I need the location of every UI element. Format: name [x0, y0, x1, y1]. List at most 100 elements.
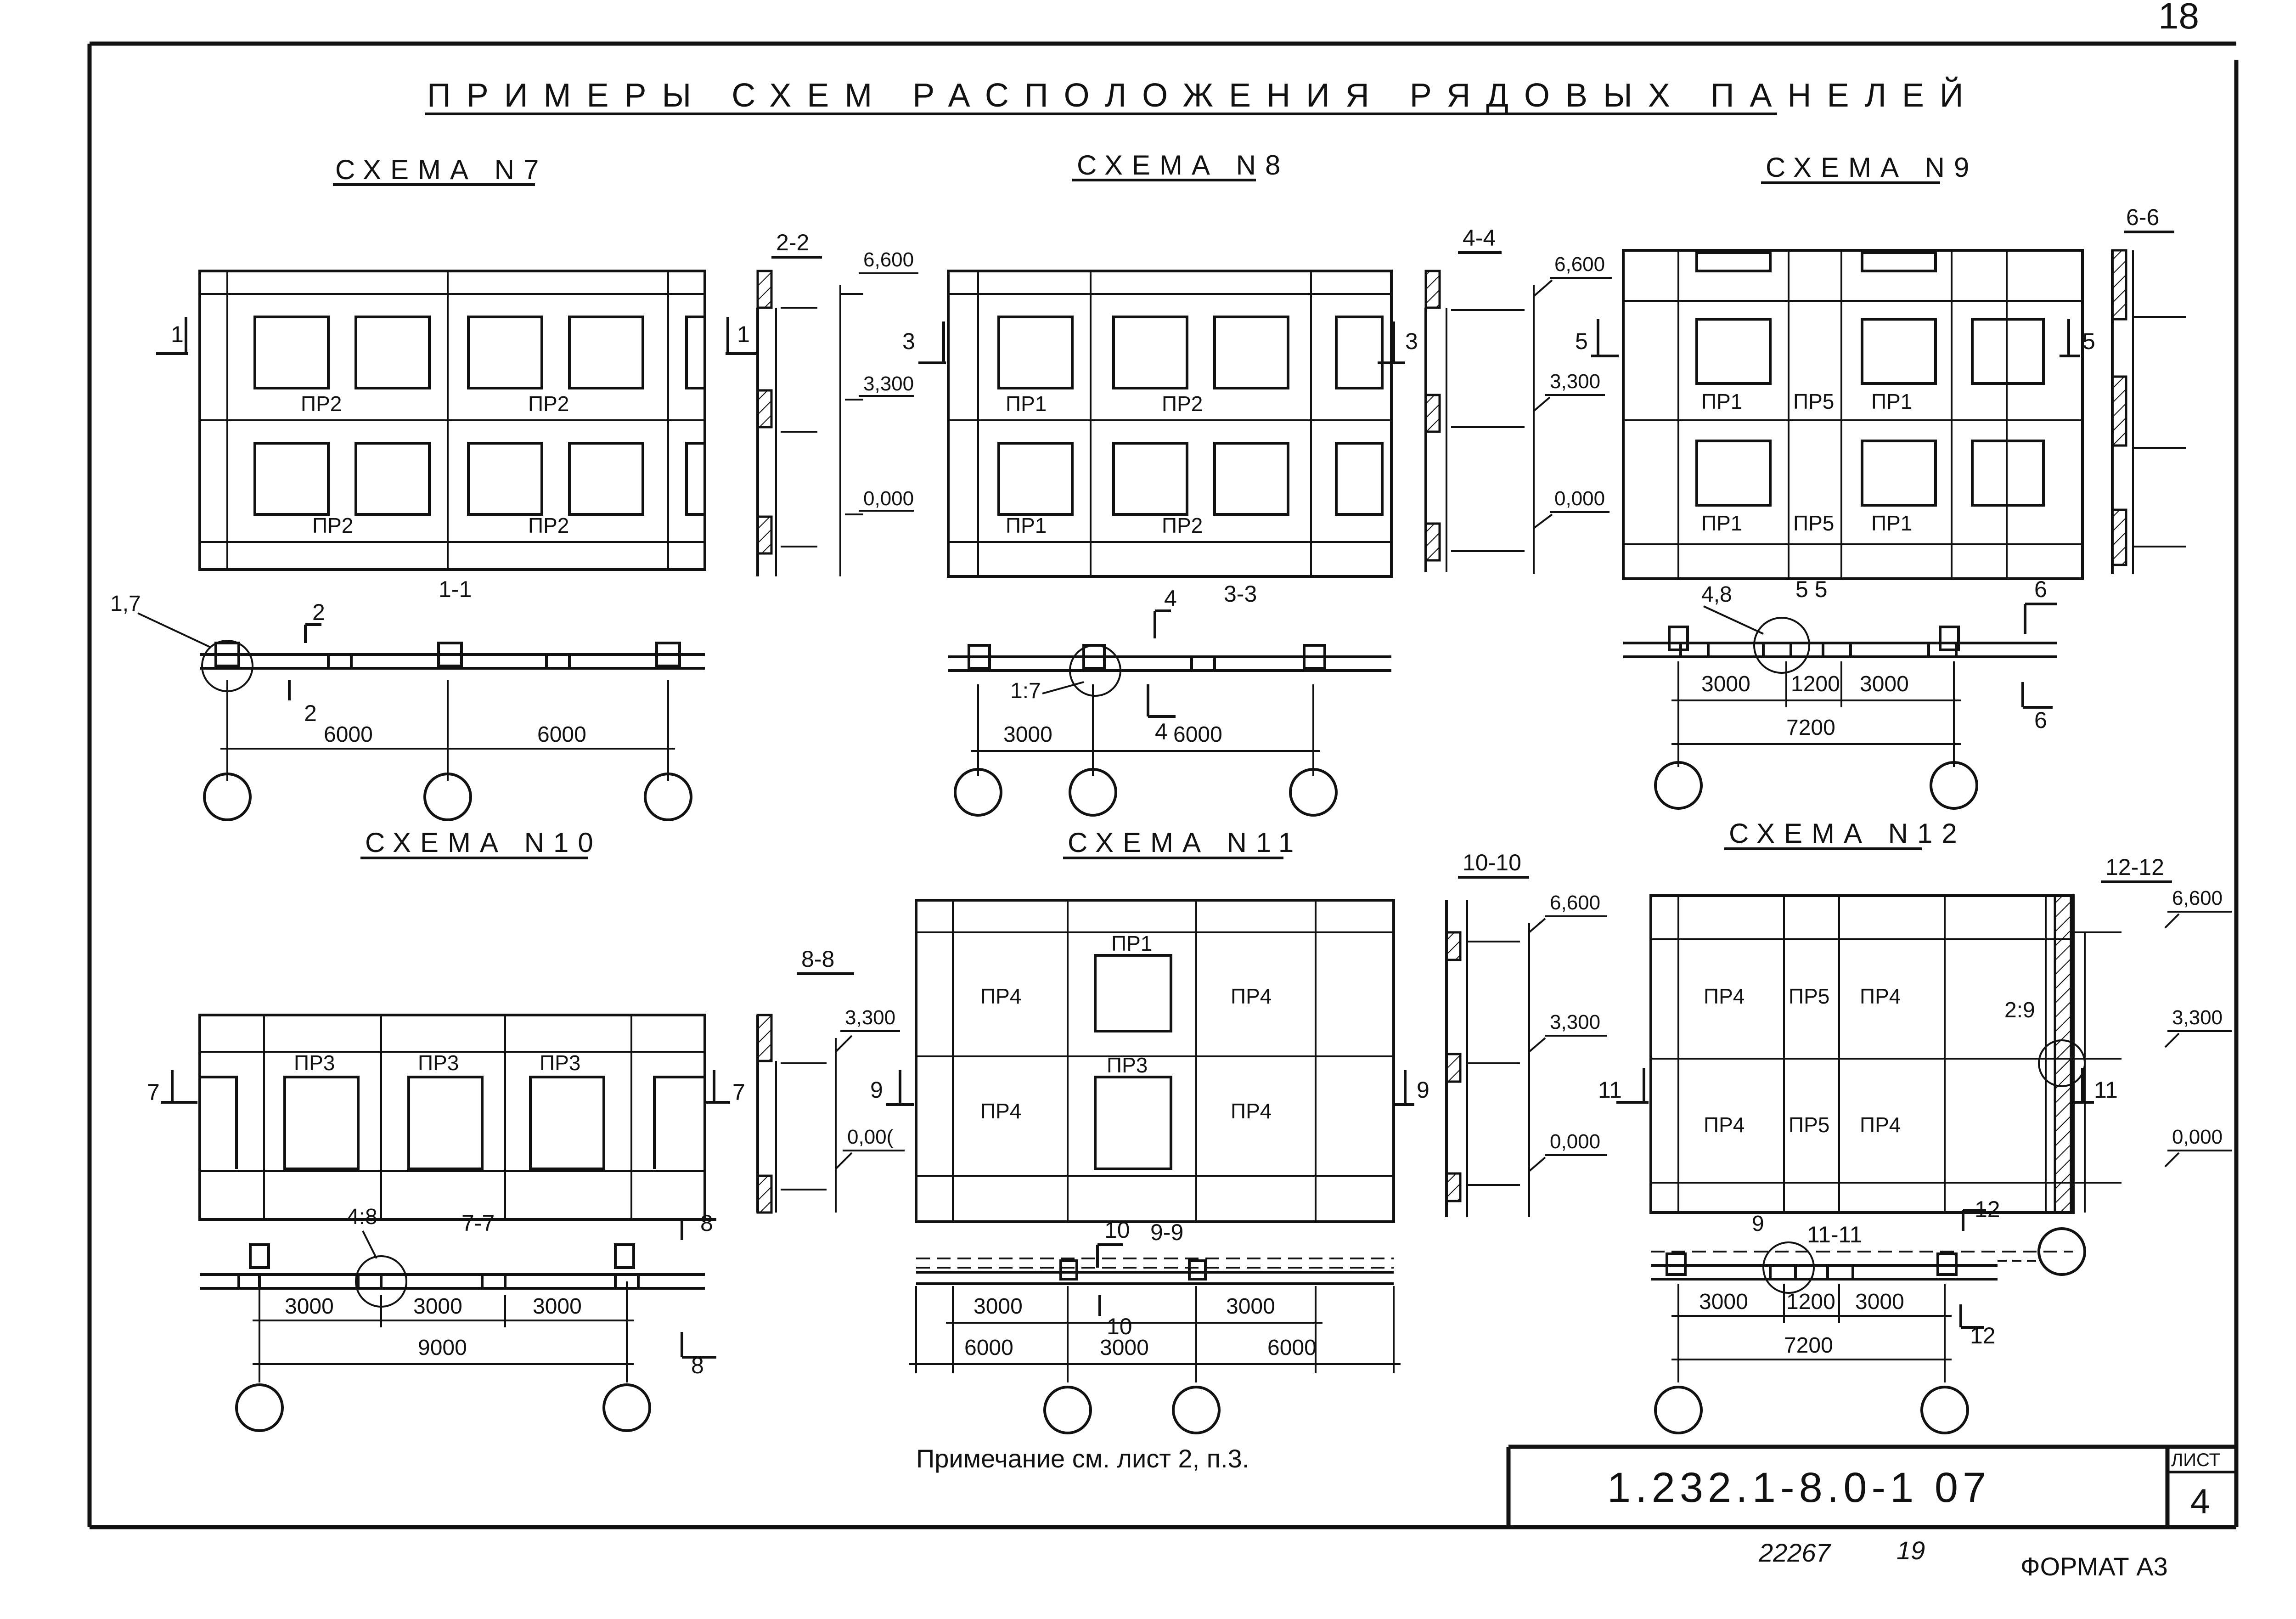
footer: 22267 19 ФОРМАТ А3: [1758, 1536, 2168, 1581]
dimension: 3000: [1100, 1336, 1149, 1360]
dimension: 3000: [533, 1294, 582, 1319]
section-label: 4-4: [1463, 225, 1496, 251]
scheme-9-section: 6-6: [2111, 204, 2186, 574]
cut-mark: 1: [171, 322, 184, 347]
title-block: 1.232.1-8.0-1 07 ЛИСТ 4: [1506, 1444, 2236, 1527]
scheme-9-elevation: ПР1 ПР5 ПР1 ПР1 ПР5 ПР1 5 5: [1575, 249, 2095, 580]
dimension: 3000: [1860, 672, 1909, 696]
panel-label: ПР4: [1704, 1113, 1745, 1137]
cut-arrow: 12: [1970, 1323, 1996, 1348]
elevation-mark: 3,300: [1550, 1011, 1600, 1033]
dimension: 6000: [964, 1336, 1013, 1360]
scheme-8: СХЕМА N8 ПР1 ПР2 ПР1 ПР2 3 3: [902, 150, 1612, 817]
section-label: 6-6: [2126, 204, 2159, 230]
cut-mark: 5: [1575, 328, 1588, 354]
node-label: 4,8: [1701, 582, 1732, 607]
node-label: 1:7: [1010, 679, 1041, 703]
panel-label: ПР2: [301, 392, 342, 416]
grid-axis-bubble: [954, 768, 1002, 817]
panel-label: ПР4: [1860, 984, 1901, 1008]
scheme-11-section: 10-10 6,600 3,300 0,000: [1445, 850, 1607, 1217]
elevation-mark: 0,000: [1554, 487, 1605, 510]
grid-axis-bubble: [235, 1383, 284, 1432]
cut-mark: 1: [737, 322, 750, 347]
dimension: 6000: [324, 722, 373, 747]
grid-axis-bubble: [2037, 1227, 2086, 1276]
grid-axis-bubble: [1654, 761, 1703, 810]
dimension: 3000: [1699, 1290, 1748, 1314]
elevation-mark: 3,300: [845, 1006, 895, 1029]
panel-label: ПР4: [1704, 984, 1745, 1008]
scheme-11-plan: 10 9-9 10 3000 3000 6000 3000 6000: [909, 1217, 1401, 1434]
panel-label: ПР3: [1107, 1053, 1148, 1077]
scheme-11: СХЕМА N11 ПР1 ПР4 ПР4 ПР3 ПР4 ПР4 9 9: [870, 827, 1607, 1473]
scheme-7: СХЕМА N7 ПР2 ПР2 ПР2 ПР2: [110, 154, 918, 821]
panel-label: ПР1: [1871, 389, 1912, 413]
scheme-12-section: 12-12 2:9 6,600 3,300 0,000: [2004, 854, 2232, 1214]
scheme-10-title: СХЕМА N10: [365, 827, 602, 858]
panel-label: ПР5: [1789, 984, 1829, 1008]
cut-mark: 11: [2094, 1077, 2118, 1103]
scheme-9-plan: 4,8 5 5 6 6 3000 1200 3000 7200: [1623, 576, 2057, 810]
scheme-11-elevation: ПР1 ПР4 ПР4 ПР3 ПР4 ПР4 9 9: [870, 899, 1429, 1223]
dimension: 6000: [1267, 1336, 1317, 1360]
panel-label: ПР4: [1860, 1113, 1901, 1137]
cut-arrow: 12: [1975, 1196, 2000, 1222]
grid-axis-bubble: [644, 773, 692, 821]
cut-arrow: 6: [2034, 576, 2047, 602]
panel-label: ПР2: [312, 513, 353, 537]
section-label: 12-12: [2105, 854, 2164, 880]
sheet-title-text: ПРИМЕРЫ СХЕМ РАСПОЛОЖЕНИЯ РЯДОВЫХ ПАНЕЛЕ…: [427, 76, 1979, 114]
dimension: 3000: [1003, 722, 1052, 747]
grid-axis-bubble: [203, 773, 252, 821]
scheme-11-title: СХЕМА N11: [1068, 827, 1303, 858]
grid-axis-bubble: [423, 773, 472, 821]
cut-arrow: 10: [1107, 1314, 1132, 1339]
cut-arrow: 2: [312, 599, 325, 625]
sheet-note: Примечание см. лист 2, п.3.: [916, 1444, 1249, 1473]
cut-arrow: 8: [700, 1210, 713, 1236]
elevation-mark: 6,600: [863, 248, 914, 271]
node-label: 9: [1752, 1212, 1764, 1236]
node-label: 1,7: [110, 592, 141, 616]
inventory-number: 22267: [1758, 1538, 1831, 1567]
scheme-12-title: СХЕМА N12: [1729, 818, 1966, 849]
dimension: 6000: [1173, 722, 1222, 747]
panel-label: ПР1: [1871, 511, 1912, 535]
plan-section-label: 11-11: [1807, 1222, 1862, 1247]
grid-axis-bubble: [1920, 1386, 1969, 1434]
dimension-total: 9000: [418, 1336, 467, 1360]
grid-axis-bubble: [1289, 768, 1338, 817]
sheet-title: ПРИМЕРЫ СХЕМ РАСПОЛОЖЕНИЯ РЯДОВЫХ ПАНЕЛЕ…: [425, 76, 1979, 115]
grid-axis-bubble: [1172, 1386, 1221, 1434]
cut-arrow: 8: [691, 1353, 704, 1378]
elevation-mark: 0,00(: [847, 1126, 894, 1148]
section-label: 8-8: [801, 946, 834, 972]
elevation-mark: 3,300: [1550, 370, 1600, 393]
document-code: 1.232.1-8.0-1 07: [1607, 1464, 1991, 1511]
cut-mark: 9: [1417, 1077, 1429, 1103]
panel-label: ПР4: [1231, 984, 1272, 1008]
scheme-10-plan: 4:8 7-7 8 8 3000 3000 3000 9000: [200, 1205, 716, 1432]
dimension: 6000: [537, 722, 586, 747]
scheme-10: СХЕМА N10 ПР3 ПР3 ПР3 7 7 8-8: [147, 827, 905, 1432]
scheme-10-elevation: ПР3 ПР3 ПР3 7 7: [147, 1014, 745, 1221]
panel-label: ПР3: [418, 1051, 459, 1075]
section-label: 2-2: [776, 230, 809, 255]
dimension: 3000: [974, 1294, 1023, 1319]
cut-mark: 3: [902, 328, 915, 354]
copy-sheet-number: 19: [1896, 1536, 1925, 1565]
plan-section-label: 3-3: [1224, 581, 1257, 607]
panel-label: ПР4: [980, 984, 1021, 1008]
scheme-9: СХЕМА N9 ПР1 ПР5 ПР1 ПР1 ПР5 ПР1: [1575, 152, 2186, 810]
elevation-mark: 6,600: [1554, 253, 1605, 276]
scheme-8-plan: 1:7 3-3 4 4 3000 6000: [948, 581, 1391, 817]
dimension: 3000: [1701, 672, 1750, 696]
node-label: 2:9: [2004, 998, 2035, 1022]
elevation-mark: 0,000: [863, 487, 914, 510]
grid-axis-bubble: [1654, 1386, 1703, 1434]
cut-mark: 7: [147, 1079, 160, 1105]
sheet-label: ЛИСТ: [2171, 1450, 2220, 1470]
scheme-7-elevation: ПР2 ПР2 ПР2 ПР2 1 1: [156, 270, 758, 571]
panel-label: ПР4: [980, 1099, 1021, 1123]
